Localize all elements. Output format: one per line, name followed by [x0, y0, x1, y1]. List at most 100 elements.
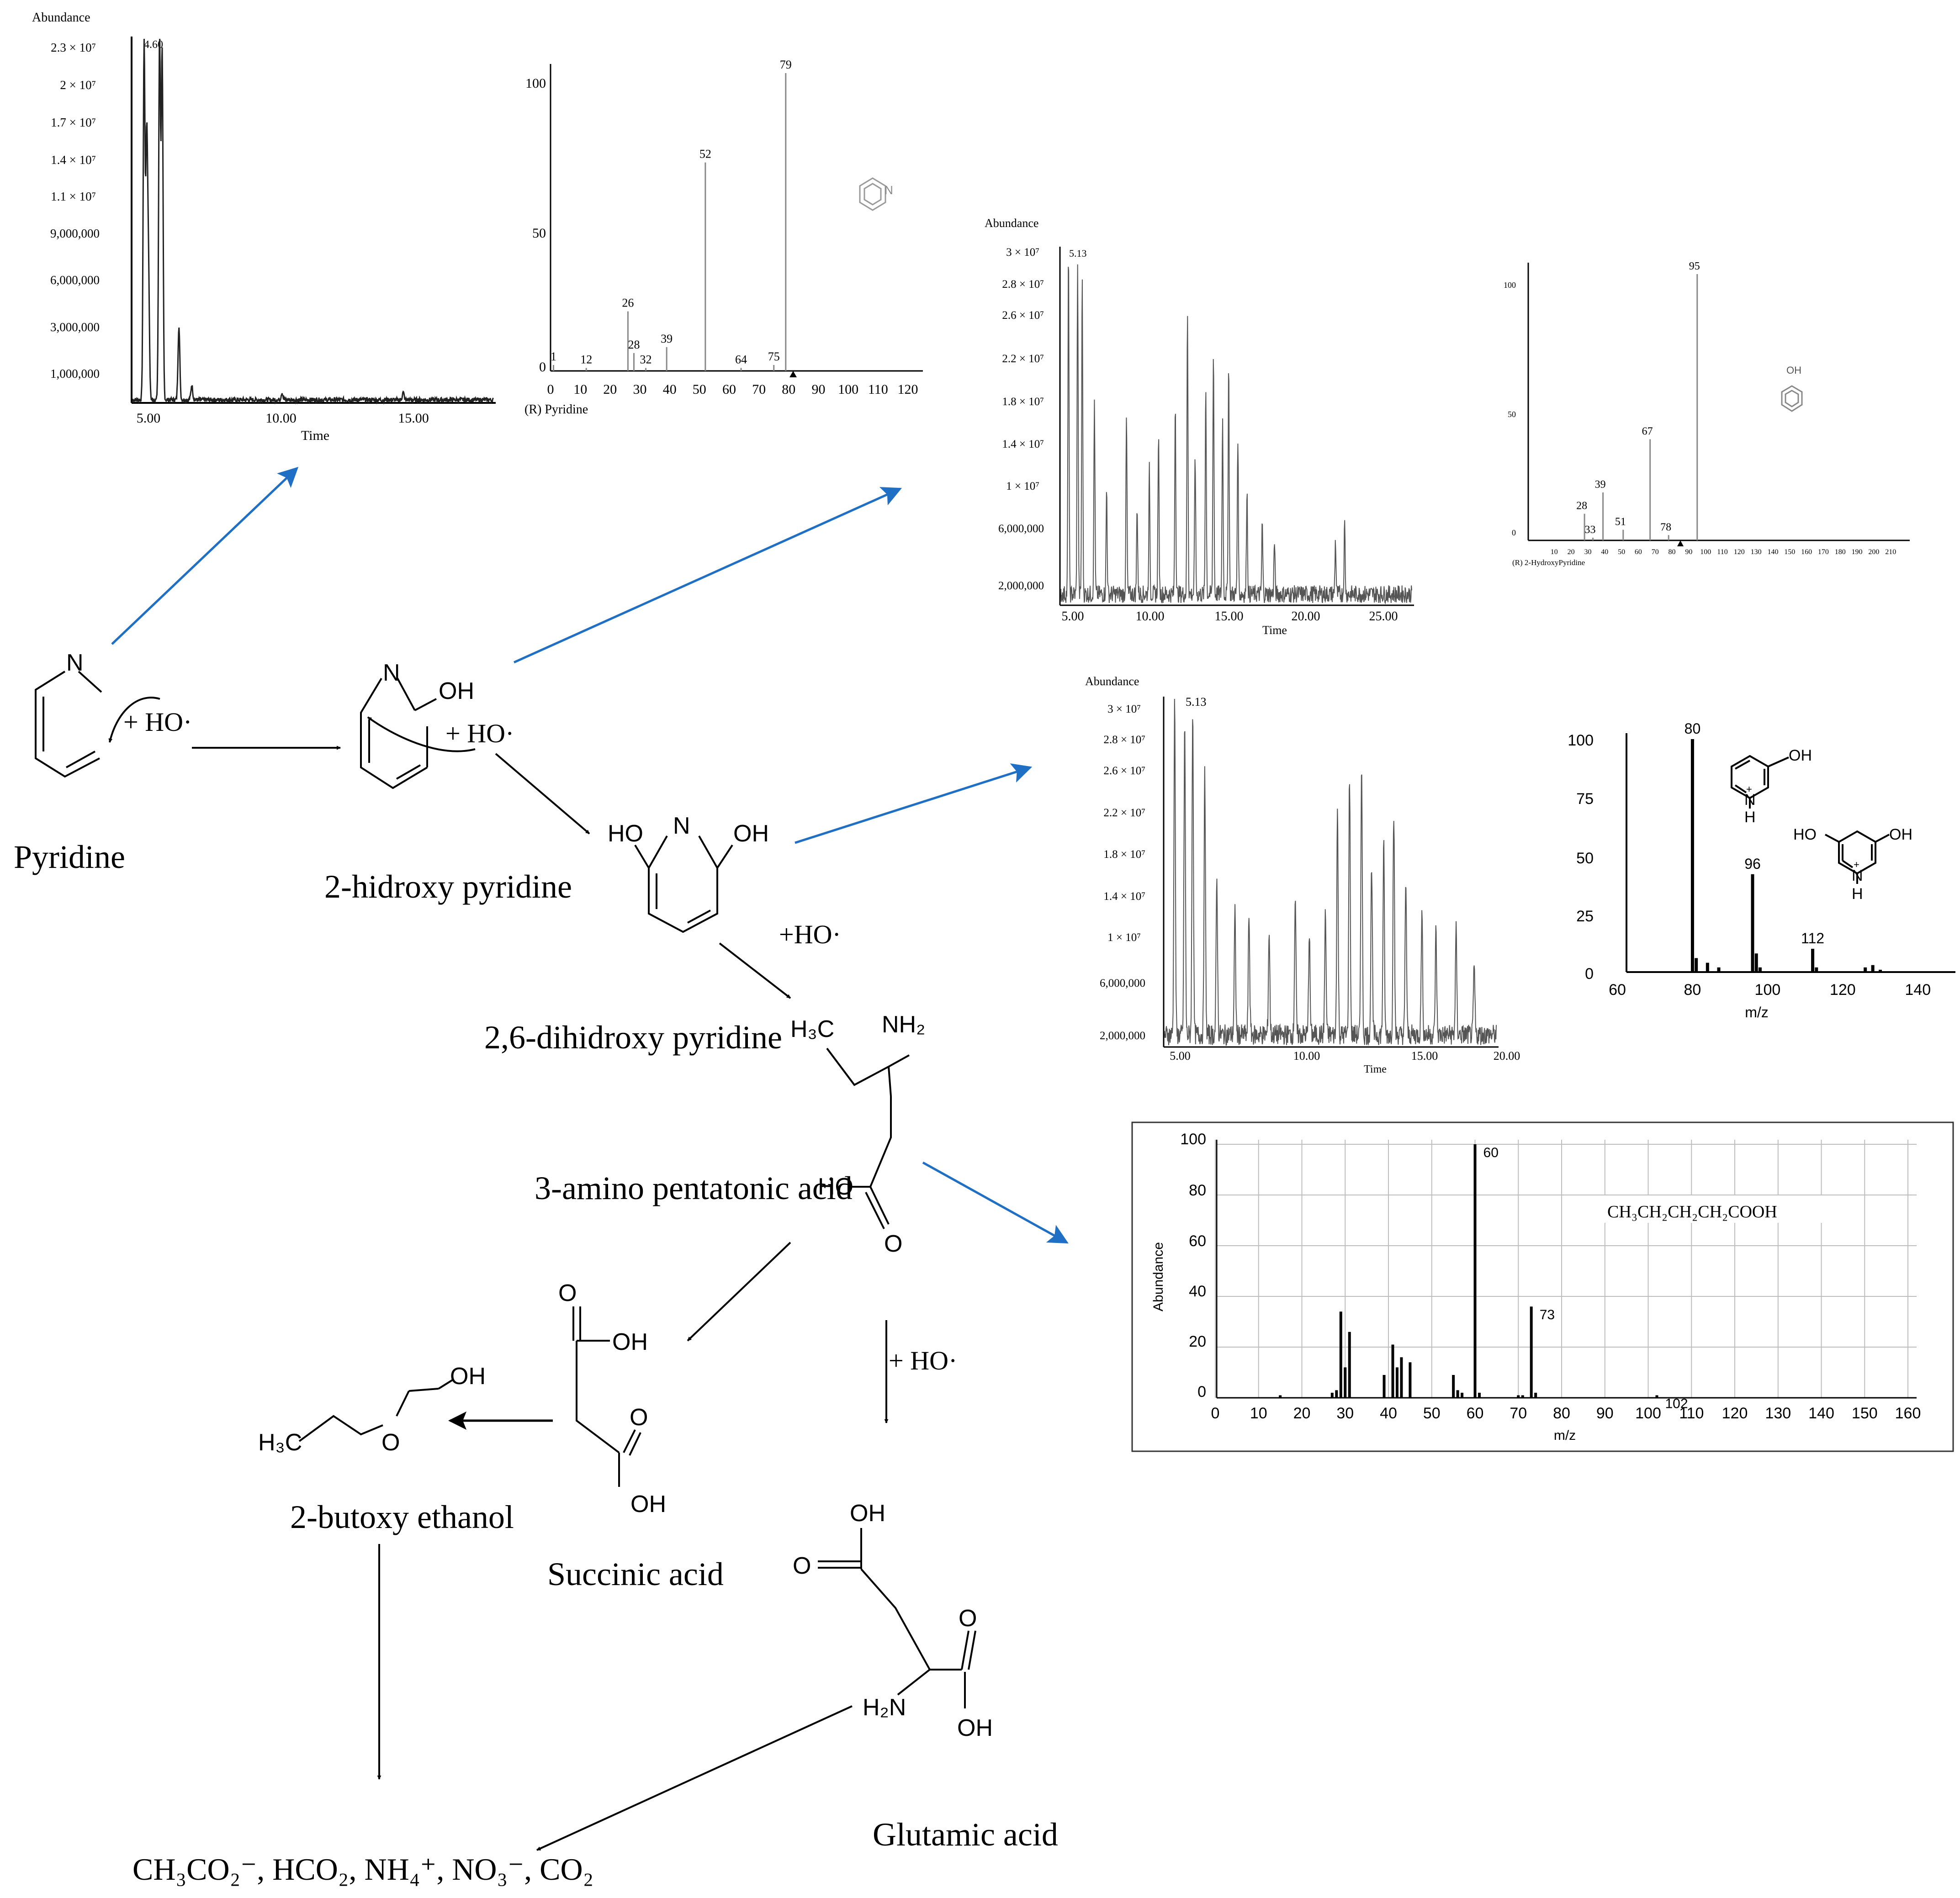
ms4-ytick: 0: [1197, 1383, 1206, 1401]
ms4-ytick: 40: [1189, 1283, 1206, 1300]
ms3-ytick: 50: [1576, 850, 1594, 867]
x-tick-label: 90: [1685, 548, 1692, 556]
x-tick-label: 50: [1618, 548, 1625, 556]
peak-label: 64: [735, 353, 747, 366]
x-tick-label: 100: [1755, 981, 1781, 999]
ms3-ytick: 0: [1585, 965, 1594, 983]
peak-label: 51: [1615, 516, 1626, 528]
x-tick-label: 80: [1553, 1405, 1570, 1422]
dihydroxypyridine-n: N: [673, 813, 690, 839]
chromatogram-1-ylabel: Abundance: [32, 11, 90, 25]
succinic-o-top: O: [558, 1280, 577, 1306]
label-butoxyethanol: 2-butoxy ethanol: [290, 1499, 514, 1535]
x-tick-label: 70: [752, 382, 766, 397]
butoxyethanol-oh: OH: [450, 1363, 486, 1390]
peak-label: 67: [1642, 425, 1653, 437]
c3-ytick: 2.2 × 10⁷: [1103, 807, 1145, 819]
c3-peak-label: 5.13: [1186, 695, 1207, 708]
ms2-ytick: 50: [1508, 410, 1516, 419]
blue-arrow-1: [111, 466, 299, 645]
c1-ytick: 1,000,000: [50, 367, 100, 381]
ms3-struct-n: N: [1744, 791, 1756, 809]
x-tick-label: 180: [1835, 548, 1846, 556]
ms4-ytick: 60: [1189, 1232, 1206, 1250]
pyridine-structure-icon: [859, 177, 886, 211]
x-tick-label: 140: [1768, 548, 1779, 556]
x-tick-label: 80: [782, 382, 795, 397]
chromatogram-3-ylabel: Abundance: [1085, 675, 1139, 688]
c3-ytick: 1.8 × 10⁷: [1103, 848, 1145, 861]
peak-label: 1: [551, 350, 556, 363]
ms2-ytick: 0: [1512, 528, 1516, 537]
x-tick-label: 60: [1635, 548, 1642, 556]
x-tick-label: 10: [1250, 1405, 1267, 1422]
peak-label: 28: [628, 338, 640, 351]
label-dihydroxypyridine: 2,6-dihidroxy pyridine: [484, 1019, 782, 1056]
x-tick-label: 140: [1905, 981, 1931, 999]
hydroxypyridine-structure-icon: [1781, 385, 1803, 412]
reagent-hydroxyl-3: +HO·: [779, 920, 841, 949]
aminopentanoic-nh2: NH₂: [882, 1011, 925, 1038]
ms1-ytick: 0: [539, 360, 546, 375]
label-hydroxypyridine: 2-hidroxy pyridine: [324, 868, 572, 905]
c3-ytick: 2.6 × 10⁷: [1103, 765, 1145, 777]
dihydroxypyridine-molecule: [634, 835, 733, 933]
blue-arrows: [111, 466, 1069, 1244]
c2-ytick: 2.6 × 10⁷: [1002, 309, 1044, 322]
c1-ytick: 1.1 × 10⁷: [51, 190, 96, 203]
hydroxypyridine-oh: OH: [439, 678, 474, 704]
chromatogram-1-trace: [132, 38, 494, 405]
c1-ytick: 3,000,000: [50, 320, 100, 334]
ms3-struct2-h: H: [1852, 885, 1863, 903]
c2-ytick: 1.4 × 10⁷: [1002, 438, 1044, 450]
label-pyridine: Pyridine: [14, 839, 125, 875]
ms1-ytick: 50: [532, 226, 546, 241]
x-tick-label: 50: [1423, 1405, 1441, 1422]
x-tick-label: 90: [812, 382, 826, 397]
butoxyethanol-h3c: H₃C: [258, 1429, 302, 1456]
peak-label: 96: [1744, 856, 1761, 872]
ms1-ytick: 100: [525, 76, 546, 91]
c1-ytick: 1.7 × 10⁷: [51, 116, 96, 129]
hydroxypyridine-molecule: [360, 677, 476, 789]
c1-xtick: 10.00: [265, 411, 297, 426]
c2-xtick: 25.00: [1369, 609, 1398, 624]
c2-ytick: 2.2 × 10⁷: [1002, 353, 1044, 365]
ms3-ytick: 25: [1576, 908, 1594, 925]
reagent-hydroxyl-2: + HO·: [445, 719, 514, 748]
aminopentanoic-o: O: [884, 1231, 902, 1257]
succinic-oh-top: OH: [612, 1329, 648, 1355]
c3-xtick: 5.00: [1170, 1049, 1191, 1063]
ms4-xlabel: m/z: [1554, 1428, 1576, 1443]
x-tick-label: 20: [1568, 548, 1575, 556]
x-tick-label: 0: [1211, 1405, 1220, 1422]
x-tick-label: 40: [1601, 548, 1608, 556]
peak-label: 52: [699, 148, 711, 161]
x-tick-label: 150: [1852, 1405, 1878, 1422]
ms3-struct-h: H: [1744, 809, 1756, 826]
c1-ytick: 2 × 10⁷: [60, 78, 96, 92]
x-tick-label: 30: [1336, 1405, 1354, 1422]
glutamic-oh-top: OH: [850, 1500, 885, 1527]
c2-peak-label: 5.13: [1069, 248, 1087, 259]
c3-xtick: 20.00: [1494, 1049, 1520, 1063]
label-final-products: CH₃CO₂⁻, HCO₂, NH₄⁺, NO₃⁻, CO₂: [132, 1852, 593, 1887]
x-tick-label: 70: [1510, 1405, 1527, 1422]
peak-label: 102: [1665, 1396, 1688, 1411]
pyridine-structure-atom: N: [885, 183, 893, 197]
x-tick-label: 70: [1652, 548, 1659, 556]
ms3-struct-oh: OH: [1789, 747, 1812, 764]
butoxyethanol-o: O: [381, 1429, 400, 1456]
x-tick-label: 20: [603, 382, 617, 397]
peak-label: 75: [768, 350, 780, 363]
peak-label: 26: [622, 296, 634, 310]
x-tick-label: 120: [1830, 981, 1856, 999]
x-tick-label: 130: [1765, 1405, 1791, 1422]
